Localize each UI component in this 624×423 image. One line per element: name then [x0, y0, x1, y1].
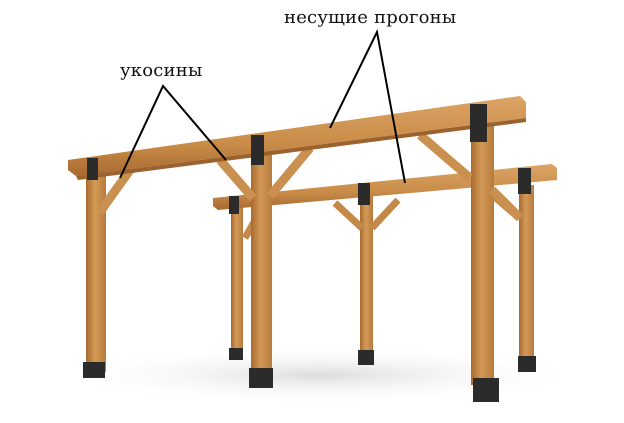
- front-posts: [83, 120, 499, 402]
- leader-lines: [119, 28, 406, 184]
- bracket: [470, 104, 487, 142]
- label-load-bearing-purlins: несущие прогоны: [284, 7, 457, 28]
- bracket: [251, 135, 264, 165]
- bracket: [229, 196, 239, 214]
- bracket: [358, 183, 370, 205]
- bracket: [87, 158, 98, 180]
- ground-shadow: [50, 345, 590, 405]
- front-purlin: [68, 96, 526, 176]
- label-braces: укосины: [120, 60, 203, 81]
- back-posts: [229, 185, 536, 372]
- bracket: [518, 168, 531, 194]
- front-braces: [96, 131, 524, 222]
